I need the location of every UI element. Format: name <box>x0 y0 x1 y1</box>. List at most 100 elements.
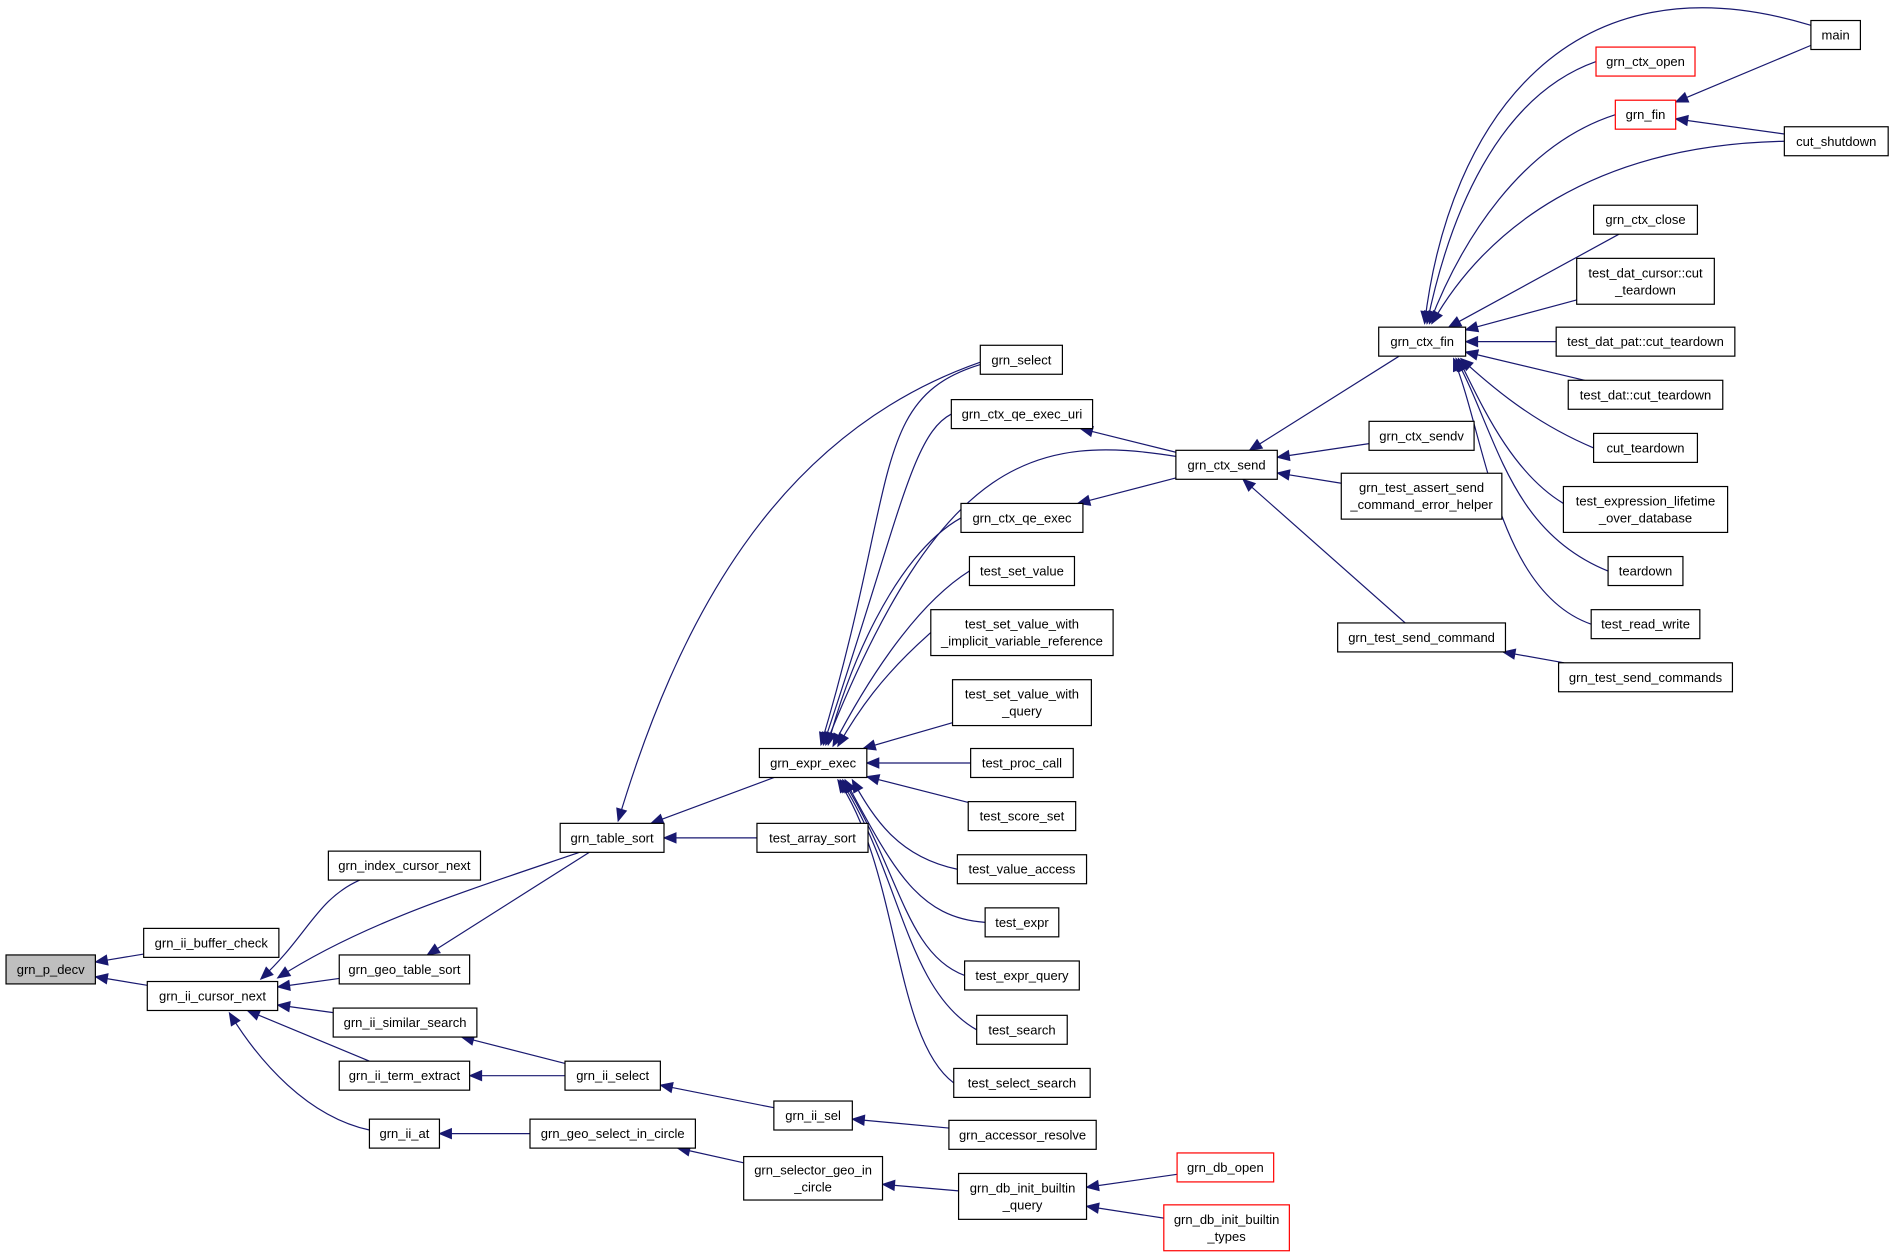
node-test-send-command[interactable]: grn_test_send_command <box>1337 622 1507 653</box>
node-box <box>5 954 96 985</box>
edge-ctx-sendv-to-ctx-send <box>1276 443 1370 462</box>
edge-line <box>1460 358 1594 449</box>
node-ctx-sendv[interactable]: grn_ctx_sendv <box>1368 420 1475 451</box>
node-db-init-builtin-types[interactable]: grn_db_init_builtin_types <box>1163 1204 1290 1252</box>
node-box <box>1614 99 1677 130</box>
node-db-init-builtin-query[interactable]: grn_db_init_builtin_query <box>957 1172 1088 1220</box>
arrowhead <box>662 832 677 844</box>
node-ctx-qe-exec[interactable]: grn_ctx_qe_exec <box>960 502 1084 534</box>
node-ctx-close[interactable]: grn_ctx_close <box>1592 204 1699 235</box>
node-test-set-value[interactable]: test_set_value <box>968 555 1076 587</box>
node-fin[interactable]: grn_fin <box>1614 99 1677 130</box>
node-main[interactable]: main <box>1810 19 1862 51</box>
node-box <box>1590 609 1701 640</box>
node-geo-select-in-circle[interactable]: grn_geo_select_in_circle <box>529 1118 696 1149</box>
node-box <box>956 854 1088 885</box>
edge-line <box>1277 443 1370 458</box>
node-ii-at[interactable]: grn_ii_at <box>368 1118 441 1149</box>
node-geo-table-sort[interactable]: grn_geo_table_sort <box>338 954 471 985</box>
node-p-decv[interactable]: grn_p_decv <box>5 954 96 985</box>
node-test-set-value-with-implicit[interactable]: test_set_value_with_implicit_variable_re… <box>930 609 1114 657</box>
node-test-expression-lifetime[interactable]: test_expression_lifetime_over_database <box>1562 485 1729 534</box>
edge-ctx-send-to-ctx-qe-exec-uri <box>1079 426 1177 453</box>
node-accessor-resolve[interactable]: grn_accessor_resolve <box>948 1119 1097 1150</box>
arrowhead <box>1453 357 1464 373</box>
node-box <box>559 822 665 853</box>
node-box <box>327 850 482 881</box>
node-label: main <box>1822 28 1850 43</box>
arrowhead <box>1501 648 1517 660</box>
node-label: grn_ctx_sendv <box>1379 428 1464 443</box>
node-label: grn_table_sort <box>571 830 654 845</box>
arrowhead <box>228 1011 241 1027</box>
edge-ctx-close-to-ctx-fin <box>1447 233 1620 328</box>
edge-line <box>228 1012 370 1131</box>
node-test-array-sort[interactable]: test_array_sort <box>756 822 869 853</box>
node-cut-teardown[interactable]: cut_teardown <box>1592 432 1699 463</box>
node-label: test_expr <box>995 915 1049 930</box>
node-test-expr-query[interactable]: test_expr_query <box>964 960 1080 991</box>
edge-table-sort-to-ii-cursor-next <box>276 851 580 979</box>
edge-ctx-send-to-ctx-qe-exec <box>1076 477 1177 506</box>
node-test-proc-call[interactable]: test_proc_call <box>970 747 1074 779</box>
edge-test-score-set-to-expr-exec <box>865 774 969 804</box>
node-ctx-fin[interactable]: grn_ctx_fin <box>1378 326 1467 357</box>
node-test-dat-cursor[interactable]: test_dat_cursor::cut_teardown <box>1576 257 1715 305</box>
node-ctx-qe-exec-uri[interactable]: grn_ctx_qe_exec_uri <box>950 399 1094 430</box>
node-ii-term-extract[interactable]: grn_ii_term_extract <box>338 1060 471 1091</box>
node-test-assert-send[interactable]: grn_test_assert_send_command_error_helpe… <box>1340 472 1503 520</box>
node-test-expr[interactable]: test_expr <box>984 907 1060 938</box>
edge-line <box>882 1183 959 1192</box>
arrowhead <box>94 973 109 985</box>
node-teardown[interactable]: teardown <box>1607 555 1684 587</box>
edge-line <box>825 449 1176 746</box>
node-ii-select[interactable]: grn_ii_select <box>564 1060 661 1091</box>
node-label: cut_shutdown <box>1796 134 1876 149</box>
edge-cut-shutdown-to-fin <box>1674 114 1785 135</box>
node-label: _over_database <box>1598 510 1692 525</box>
node-ii-cursor-next[interactable]: grn_ii_cursor_next <box>146 980 279 1012</box>
node-ii-sel[interactable]: grn_ii_sel <box>773 1100 853 1131</box>
node-ctx-send[interactable]: grn_ctx_send <box>1175 449 1278 480</box>
node-selector-geo-in-circle[interactable]: grn_selector_geo_in_circle <box>743 1155 884 1201</box>
node-box <box>1592 204 1699 235</box>
node-test-set-value-with-query[interactable]: test_set_value_with_query <box>951 679 1092 727</box>
edge-line <box>1675 118 1785 135</box>
edge-line <box>844 779 986 923</box>
node-test-read-write[interactable]: test_read_write <box>1590 609 1701 640</box>
arrowhead <box>616 807 628 823</box>
node-label: teardown <box>1619 564 1672 579</box>
node-box <box>146 980 279 1012</box>
node-label: grn_ctx_close <box>1605 212 1685 227</box>
edge-test-send-command-to-ctx-send <box>1241 478 1406 624</box>
arrowhead <box>246 1009 262 1021</box>
edge-line <box>851 779 958 870</box>
node-expr-exec[interactable]: grn_expr_exec <box>758 747 868 779</box>
node-box <box>1810 19 1862 51</box>
node-test-search[interactable]: test_search <box>976 1014 1068 1045</box>
edge-line <box>1457 358 1564 504</box>
edge-index-cursor-next-to-ii-cursor-next <box>259 879 361 980</box>
arrowhead <box>438 1127 452 1140</box>
node-test-value-access[interactable]: test_value_access <box>956 854 1088 885</box>
arrowhead <box>649 813 665 825</box>
node-ii-similar-search[interactable]: grn_ii_similar_search <box>332 1007 478 1038</box>
node-label: grn_accessor_resolve <box>959 1127 1086 1142</box>
node-table-sort[interactable]: grn_table_sort <box>559 822 665 853</box>
node-db-open[interactable]: grn_db_open <box>1176 1152 1275 1183</box>
node-ctx-open[interactable]: grn_ctx_open <box>1595 46 1696 77</box>
node-test-dat[interactable]: test_dat::cut_teardown <box>1567 379 1724 410</box>
node-ii-buffer-check[interactable]: grn_ii_buffer_check <box>143 927 280 958</box>
node-box <box>1340 472 1503 520</box>
node-cut-shutdown[interactable]: cut_shutdown <box>1783 126 1889 157</box>
node-box <box>976 1014 1068 1045</box>
node-test-dat-pat[interactable]: test_dat_pat::cut_teardown <box>1555 326 1736 357</box>
edge-line <box>852 1118 949 1129</box>
arrowhead <box>865 774 881 786</box>
node-test-score-set[interactable]: test_score_set <box>967 801 1077 832</box>
node-test-send-commands[interactable]: grn_test_send_commands <box>1557 662 1734 693</box>
node-test-select-search[interactable]: test_select_search <box>953 1067 1091 1099</box>
node-index-cursor-next[interactable]: grn_index_cursor_next <box>327 850 482 881</box>
node-select[interactable]: grn_select <box>979 344 1063 375</box>
node-label: grn_test_assert_send <box>1359 480 1484 495</box>
